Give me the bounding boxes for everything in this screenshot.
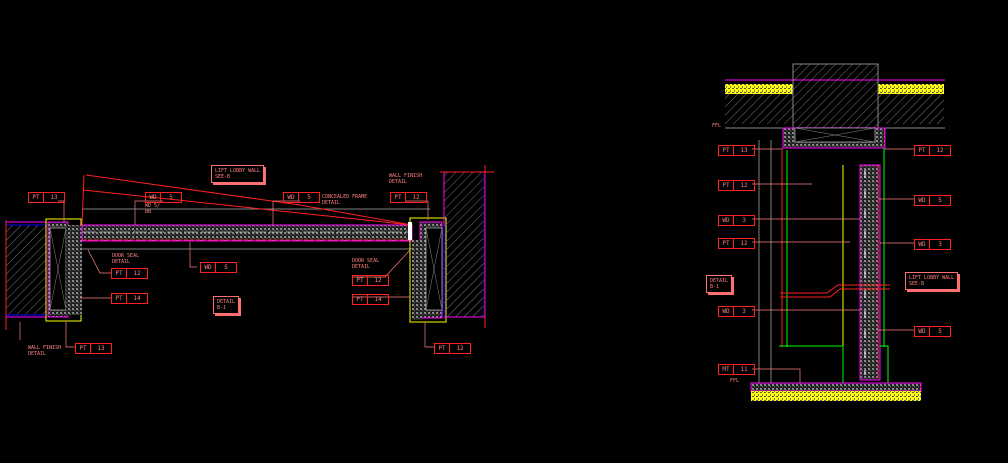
note-door-seal: DOOR SEAL DETAIL xyxy=(112,253,140,265)
detail-title-box: DETAIL B-1 xyxy=(706,275,733,293)
level-marker: FFL xyxy=(730,378,740,384)
detail-title-box: DETAIL B-1 xyxy=(213,296,240,314)
left-section xyxy=(5,165,494,348)
right-section xyxy=(725,63,945,401)
note-wall-finish: WALL FINISH DETAIL xyxy=(28,345,62,357)
level-marker-top: FFL xyxy=(712,123,722,129)
note-door-seal: DOOR SEAL DETAIL xyxy=(352,258,380,270)
note-wd: WD 5/ BB xyxy=(145,203,161,215)
note-wall-finish: WALL FINISH DETAIL xyxy=(389,173,423,185)
note-box-lift-lobby: LIFT LOBBY WALL SEE-B xyxy=(211,165,265,183)
note-box-lift-lobby: LIFT LOBBY WALL SEE-B xyxy=(905,272,959,290)
note-concealed-frame: CONCEALED FRAME DETAIL xyxy=(322,194,368,206)
